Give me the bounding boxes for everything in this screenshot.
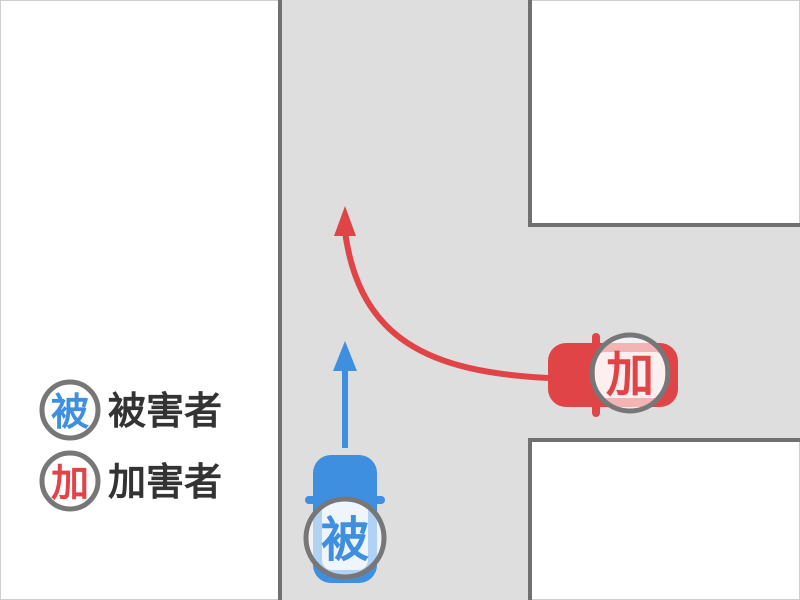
legend-badge: 加 bbox=[51, 461, 89, 505]
victim-badge-text: 被 bbox=[321, 512, 369, 568]
victim-badge bbox=[303, 496, 387, 580]
legend-badge: 被 bbox=[51, 390, 89, 434]
legend-label: 被害者 bbox=[108, 389, 222, 433]
victim-path-arrow bbox=[333, 341, 357, 448]
victim-car: 被 bbox=[303, 455, 387, 583]
perpetrator-badge-text: 加 bbox=[606, 347, 654, 403]
legend-item-victim: 被 被害者 bbox=[39, 379, 222, 441]
perpetrator-badge bbox=[589, 332, 671, 414]
perpetrator-car: 加 bbox=[548, 332, 678, 417]
legend-item-perpetrator: 加 加害者 bbox=[39, 450, 222, 512]
legend-label: 加害者 bbox=[108, 460, 222, 504]
perpetrator-path-arrow bbox=[334, 206, 549, 381]
legend: 被 被害者 加 加害者 bbox=[39, 379, 222, 512]
